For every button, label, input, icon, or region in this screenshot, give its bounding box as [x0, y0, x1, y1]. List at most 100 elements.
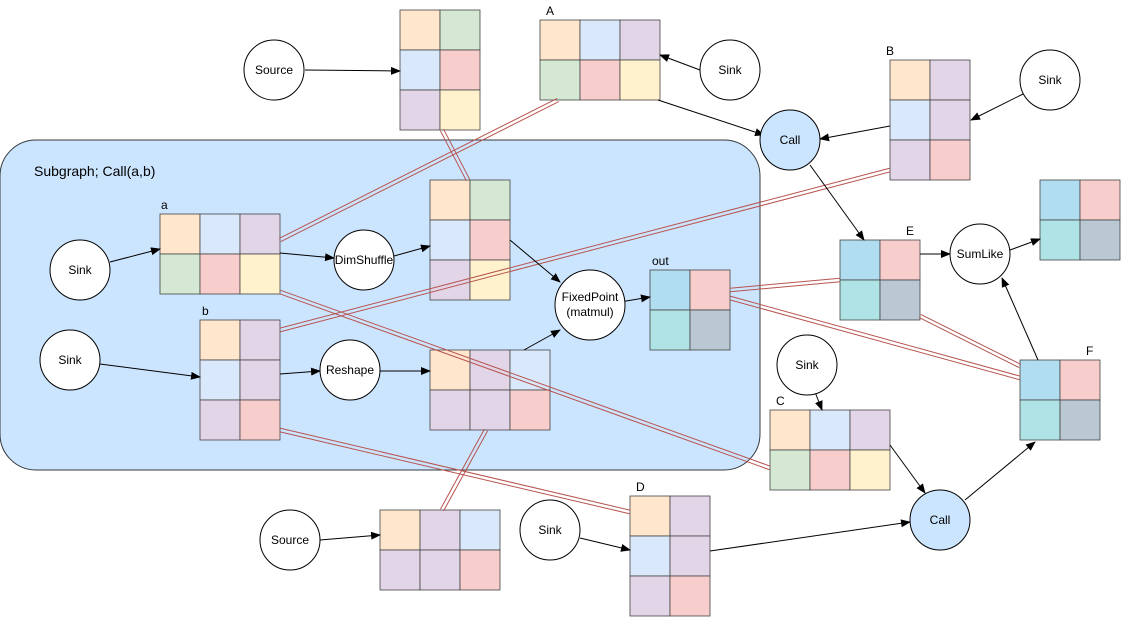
- arrow-sumlike-to-result: [1009, 238, 1041, 251]
- source-node-bottom[interactable]: Source: [259, 509, 321, 571]
- grid-cell: [849, 409, 891, 451]
- grid-label-out: out: [652, 254, 669, 268]
- arrow-source-to-grid: [304, 66, 401, 75]
- link-line: [730, 281, 841, 293]
- grid-label-C: C: [776, 394, 785, 408]
- sink-node-a[interactable]: Sink: [49, 239, 111, 301]
- grid-cell: [889, 59, 931, 101]
- link-reshape-out-to-source-bottom: [439, 428, 489, 512]
- reshape-node[interactable]: Reshape: [319, 339, 381, 401]
- grid-cell: [469, 259, 511, 301]
- grid-E[interactable]: [839, 239, 921, 321]
- grid-cell: [839, 279, 881, 321]
- grid-B[interactable]: [889, 59, 971, 181]
- grid-cell: [629, 575, 671, 617]
- grid-cell: [1059, 359, 1101, 401]
- arrow-grid-to-fixedpoint: [509, 239, 561, 283]
- grid-D[interactable]: [629, 495, 711, 617]
- grid-cell: [429, 389, 471, 431]
- arrow-call-to-F: [964, 441, 1036, 501]
- link-line: [279, 167, 890, 329]
- link-line: [730, 295, 1021, 377]
- sink-node-a-label: Sink: [68, 263, 92, 277]
- grid-cell: [199, 399, 241, 441]
- grid-cell: [929, 139, 971, 181]
- sink-node-D-label: Sink: [538, 523, 562, 537]
- sink-node-top-B[interactable]: Sink: [1019, 49, 1081, 111]
- arrow-dimshuffle-to-grid: [393, 244, 431, 257]
- grid-cell: [459, 549, 501, 591]
- grid-cell: [239, 253, 281, 295]
- reshape-node-label: Reshape: [326, 363, 374, 377]
- source-node-top-label: Source: [255, 63, 293, 77]
- grid-reshape-out[interactable]: [429, 349, 551, 431]
- link-line: [279, 293, 770, 471]
- link-source-top-to-dimshuffle-out: [439, 128, 471, 182]
- link-out-to-E: [729, 277, 841, 293]
- grid-label-B: B: [886, 44, 894, 58]
- arrow-sink-to-b: [99, 363, 201, 380]
- grid-cell: [199, 359, 241, 401]
- grid-cell: [1079, 179, 1121, 221]
- grid-cell: [579, 19, 621, 61]
- dimshuffle-node-label: DimShuffle: [335, 253, 394, 267]
- grid-dimshuffle-out[interactable]: [429, 179, 511, 301]
- sink-node-b[interactable]: Sink: [39, 329, 101, 391]
- arrow-source-to-grid-bottom: [319, 531, 381, 541]
- grid-cell: [579, 59, 621, 101]
- call-node-bottom[interactable]: Call: [909, 489, 971, 551]
- grid-label-D: D: [636, 480, 645, 494]
- grid-cell: [769, 449, 811, 491]
- grid-b[interactable]: [199, 319, 281, 441]
- link-B-to-b: [279, 167, 891, 333]
- grid-A[interactable]: [539, 19, 661, 101]
- grid-cell: [1039, 219, 1081, 261]
- arrow-B-to-call: [819, 125, 891, 142]
- link-line: [278, 97, 558, 239]
- arrow-sink-to-C: [814, 391, 823, 411]
- grid-cell: [809, 449, 851, 491]
- link-line: [439, 130, 467, 182]
- grid-a[interactable]: [159, 213, 281, 295]
- arrow-sink-to-D: [579, 537, 631, 552]
- grid-cell: [419, 549, 461, 591]
- call-node-top[interactable]: Call: [759, 109, 821, 171]
- sink-node-top-A[interactable]: Sink: [699, 39, 761, 101]
- grid-cell: [419, 509, 461, 551]
- link-A-to-a: [278, 97, 560, 243]
- link-b-to-D: [279, 427, 631, 515]
- grid-F[interactable]: [1019, 359, 1101, 441]
- subgraph-title: Subgraph; Call(a,b): [34, 163, 155, 179]
- fixedpoint-node[interactable]: FixedPoint (matmul): [554, 269, 626, 341]
- grid-source-top[interactable]: [399, 9, 481, 131]
- link-E-to-F: [918, 313, 1022, 369]
- link-line: [280, 171, 891, 333]
- arrow-b-to-reshape: [279, 367, 321, 376]
- grid-cell: [929, 59, 971, 101]
- grid-cell: [159, 253, 201, 295]
- grid-cell: [1019, 359, 1061, 401]
- arrow-sink-to-a: [109, 247, 161, 263]
- sink-node-C[interactable]: Sink: [776, 334, 838, 396]
- grid-cell: [239, 359, 281, 401]
- grid-cell: [929, 99, 971, 141]
- grid-C[interactable]: [769, 409, 891, 491]
- grid-source-bottom[interactable]: [379, 509, 501, 591]
- grid-cell: [399, 49, 441, 91]
- grid-cell: [459, 509, 501, 551]
- grid-cell: [629, 535, 671, 577]
- grid-cell: [509, 389, 551, 431]
- sink-node-D[interactable]: Sink: [519, 499, 581, 561]
- sink-node-top-B-label: Sink: [1038, 73, 1062, 87]
- sumlike-node[interactable]: SumLike: [949, 223, 1011, 285]
- fixedpoint-node-label-1: FixedPoint: [562, 290, 619, 304]
- grid-out[interactable]: [649, 269, 731, 351]
- fixedpoint-node-label-2: (matmul): [566, 305, 613, 319]
- dimshuffle-node[interactable]: DimShuffle: [333, 229, 395, 291]
- source-node-top[interactable]: Source: [243, 39, 305, 101]
- grid-cell: [439, 89, 481, 131]
- grid-cell: [619, 59, 661, 101]
- grid-result[interactable]: [1039, 179, 1121, 261]
- grid-cell: [1039, 179, 1081, 221]
